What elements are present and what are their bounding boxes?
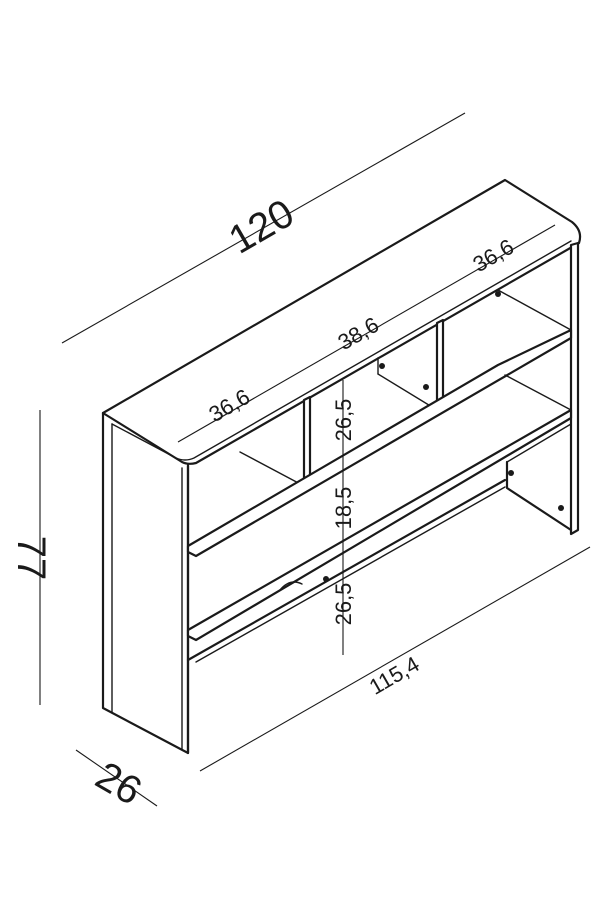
label-middle-shelf-height: 18,5 bbox=[331, 487, 356, 530]
bottom-rail-inner bbox=[195, 486, 506, 663]
dim-line-26 bbox=[75, 749, 158, 807]
right-panel-bottom bbox=[505, 460, 573, 532]
shelf-lower bbox=[186, 408, 573, 642]
right-side-panel bbox=[569, 241, 580, 536]
left-side-panel bbox=[101, 411, 190, 755]
shelf-upper-back bbox=[497, 289, 572, 331]
shelf-upper bbox=[186, 328, 573, 558]
dim-line-compartments bbox=[177, 224, 556, 443]
label-depth: 26 bbox=[88, 754, 149, 814]
divider-left bbox=[302, 395, 312, 488]
rail-recess bbox=[279, 581, 303, 591]
dim-line-115 bbox=[199, 546, 591, 772]
shelf-lower-back bbox=[504, 374, 572, 411]
label-upper-shelf-height: 26,5 bbox=[331, 399, 356, 442]
dim-line-120 bbox=[61, 112, 466, 344]
divider-left-back bbox=[239, 451, 305, 487]
label-lower-shelf-height: 26,5 bbox=[331, 583, 356, 626]
label-overall-height: 77 bbox=[9, 536, 53, 581]
shelf-unit bbox=[101, 178, 582, 755]
label-overall-width: 120 bbox=[222, 191, 302, 262]
bottom-rail bbox=[186, 478, 507, 662]
divider-right-back bbox=[377, 373, 438, 411]
top-board-front-edge bbox=[111, 240, 572, 461]
hole-1 bbox=[379, 363, 385, 369]
hole-6 bbox=[495, 291, 501, 297]
hole-4 bbox=[558, 505, 564, 511]
hole-5 bbox=[323, 576, 329, 582]
hole-2 bbox=[423, 384, 429, 390]
hole-3 bbox=[508, 470, 514, 476]
dimension-lines bbox=[39, 112, 591, 807]
right-panel-back-edge bbox=[506, 423, 572, 463]
label-inner-width: 115,4 bbox=[365, 651, 424, 699]
